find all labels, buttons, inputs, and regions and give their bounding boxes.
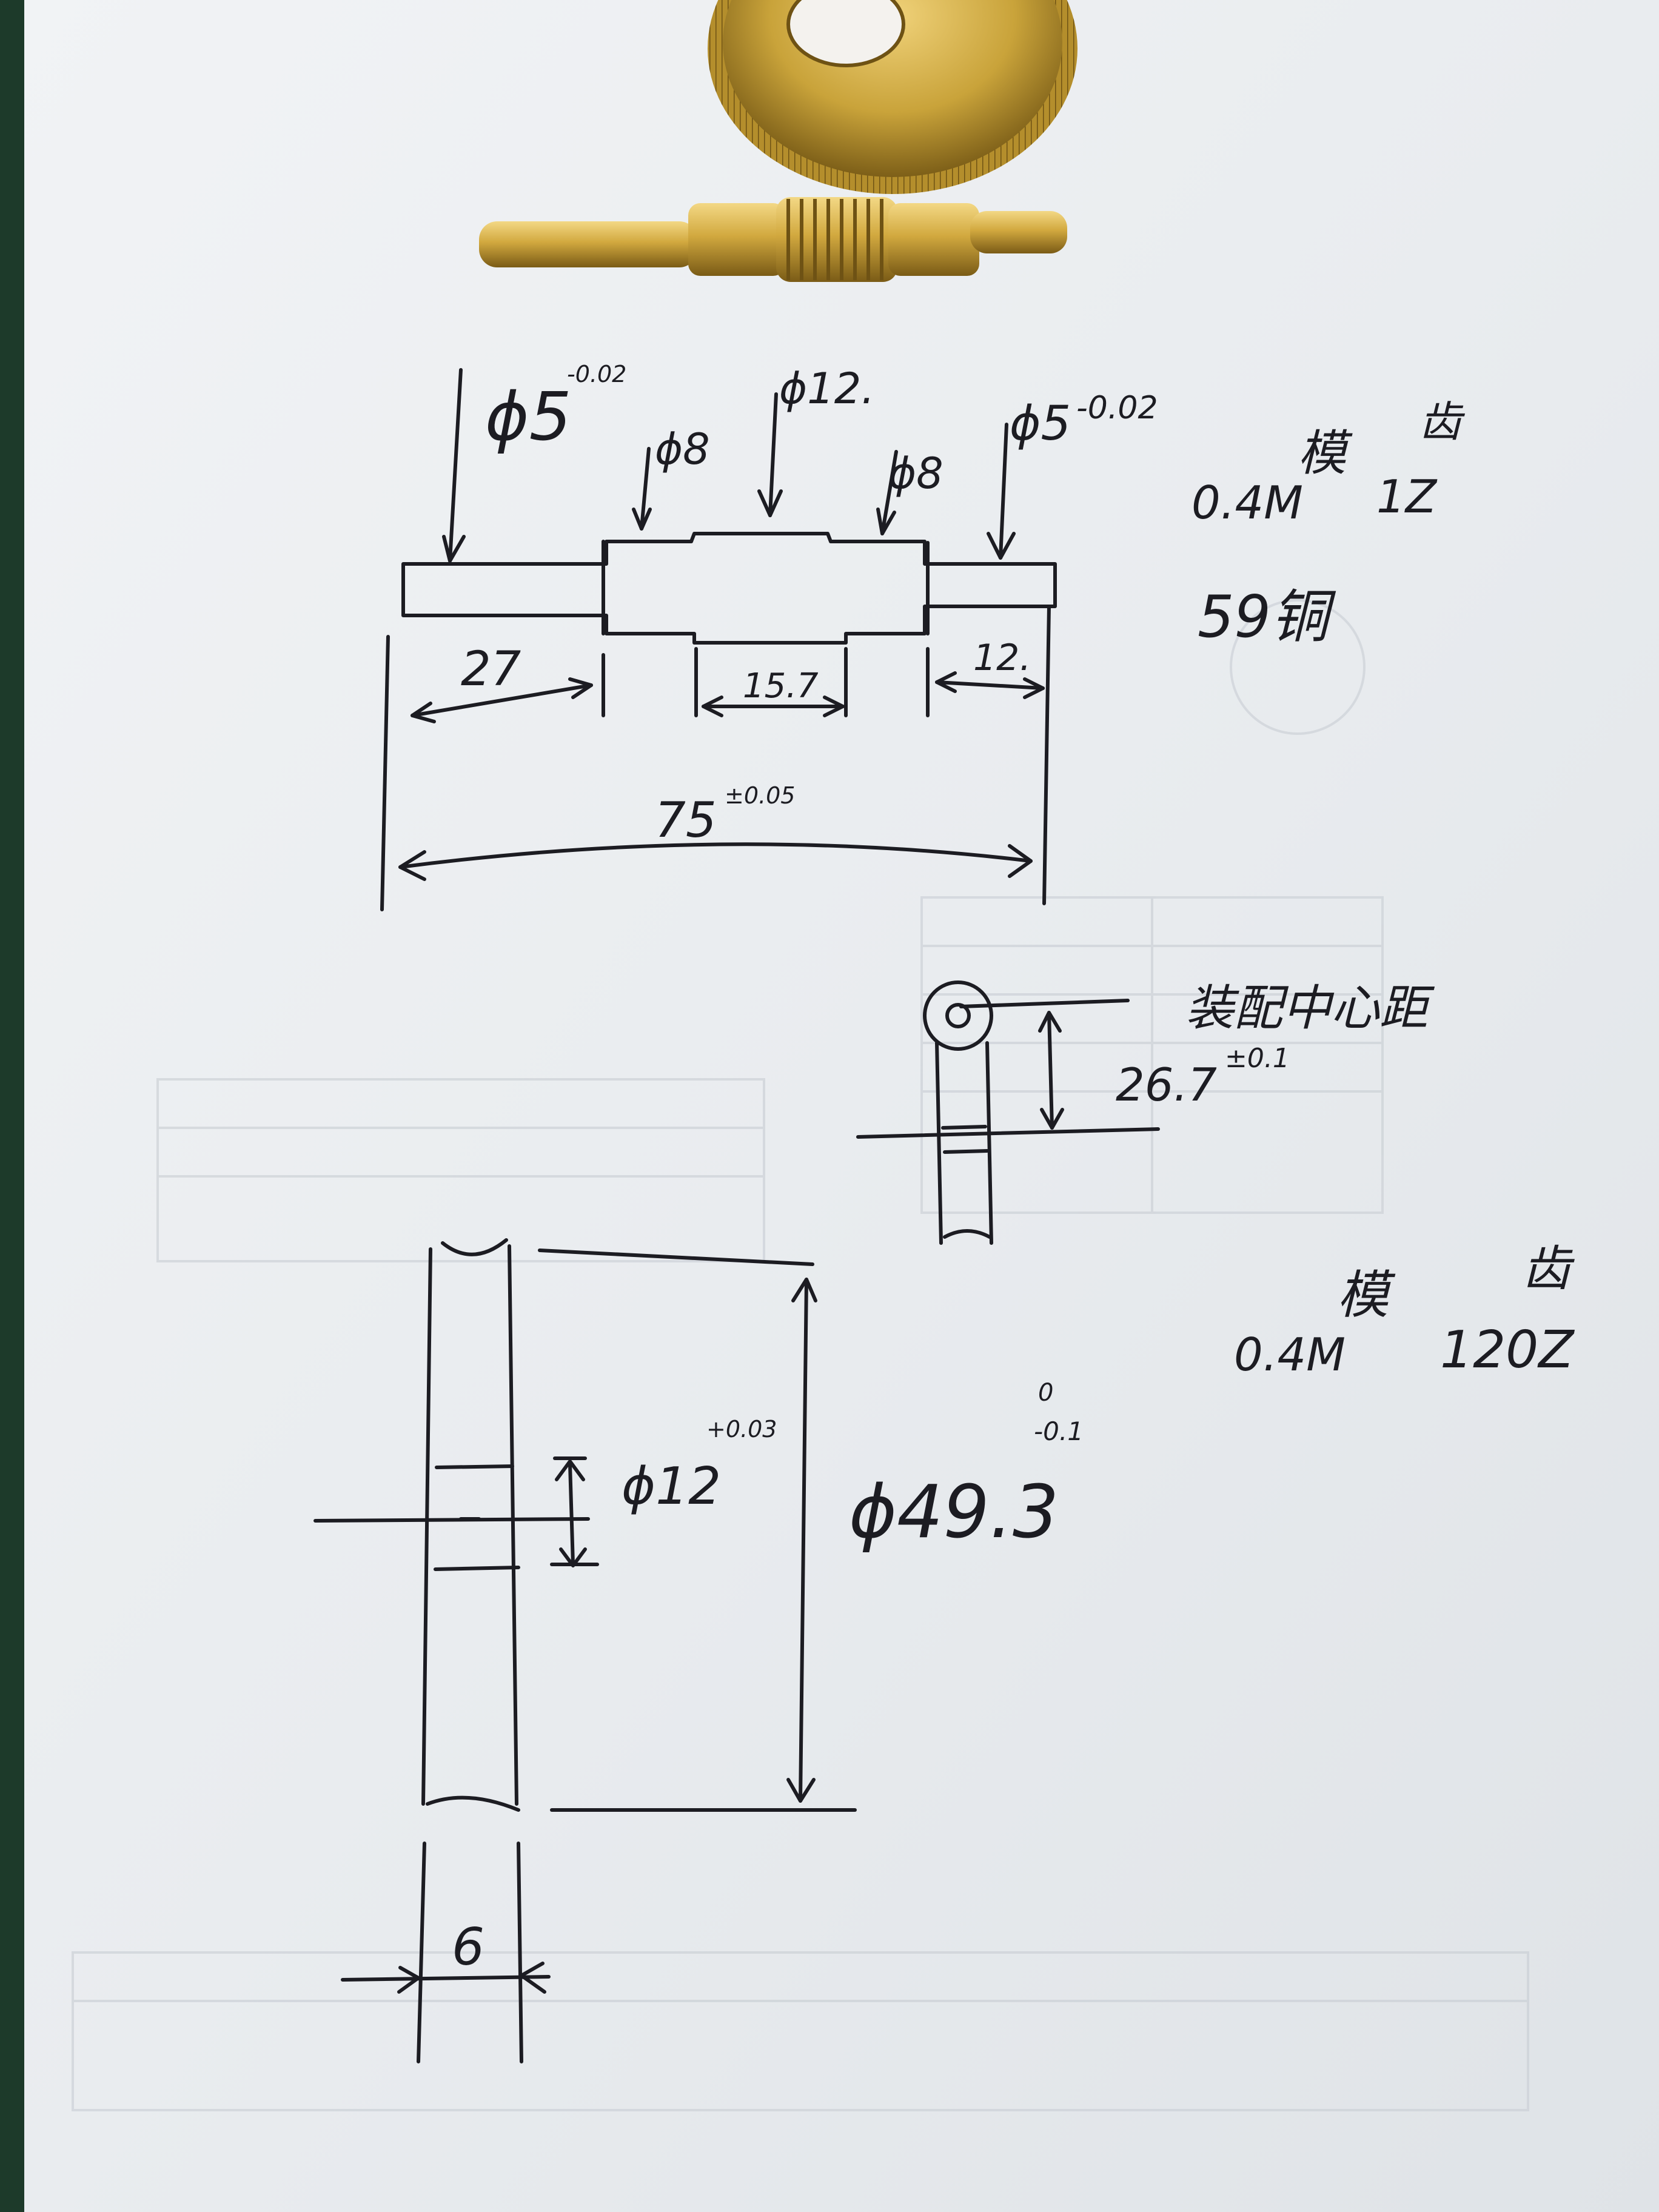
length-right: 12. [973,637,1031,679]
collar-right-diameter: ϕ8 [888,449,943,498]
gear-outer-diameter: ϕ49.3 [849,1470,1059,1555]
gear-module-label: 模 [1337,1265,1396,1326]
worm-teeth-label: 齿 [1419,397,1466,447]
length-total: 75 [655,792,717,848]
brass-gear-photo [708,0,1078,194]
worm-spec: 模 齿 0.4M 1Z 59铜 [1191,397,1466,651]
gear-teeth-label: 齿 [1522,1241,1575,1297]
collar-left-diameter: ϕ8 [655,424,710,474]
gear-spec: 模 齿 0.4M 120Z [1234,1241,1575,1381]
length-left: 27 [461,642,521,697]
gear-bore-diameter: ϕ12 [622,1456,721,1517]
center-distance-label: 装配中心距 [1185,980,1435,1036]
gear-teeth-value: 120Z [1440,1320,1575,1380]
shaft-dimensions: ϕ5 -0.02 ϕ8 ϕ12. ϕ8 ϕ5 -0.02 27 15.7 12.… [461,361,1158,848]
length-center: 15.7 [743,666,819,706]
worm-module-value: 0.4M [1191,476,1303,529]
shaft-drawing [380,368,1057,911]
shaft-right-tolerance: -0.02 [1076,390,1158,426]
worm-teeth-value: 1Z [1376,470,1438,523]
length-total-tolerance: ±0.05 [725,782,795,809]
gear-drawing [313,1238,857,2063]
shaft-center-diameter: ϕ12. [779,364,875,414]
center-distance-value: 26.7 [1116,1058,1217,1111]
gear-module-value: 0.4M [1234,1328,1346,1381]
shaft-left-diameter: ϕ5 [485,378,572,455]
worm-module-label: 模 [1298,425,1353,481]
center-distance-drawing [856,980,1160,1245]
gear-bore-tolerance: +0.03 [706,1416,777,1443]
shaft-left-tolerance: -0.02 [567,361,626,387]
paper-show-through [72,599,1529,2111]
gear-width: 6 [452,1917,484,1977]
center-distance-text: 装配中心距 26.7 ±0.1 [1116,980,1435,1111]
gear-dimensions: ϕ12 +0.03 ϕ49.3 0 -0.1 6 [452,1379,1084,1977]
paper-sheet [24,0,1659,2212]
center-distance-tolerance: ±0.1 [1225,1043,1290,1074]
gear-outer-tol-lower: -0.1 [1034,1416,1084,1446]
gear-outer-tol-upper: 0 [1038,1379,1053,1407]
worm-material: 59铜 [1198,584,1336,651]
brass-worm-shaft-photo [479,197,1067,282]
shaft-right-diameter: ϕ5 [1010,397,1071,451]
